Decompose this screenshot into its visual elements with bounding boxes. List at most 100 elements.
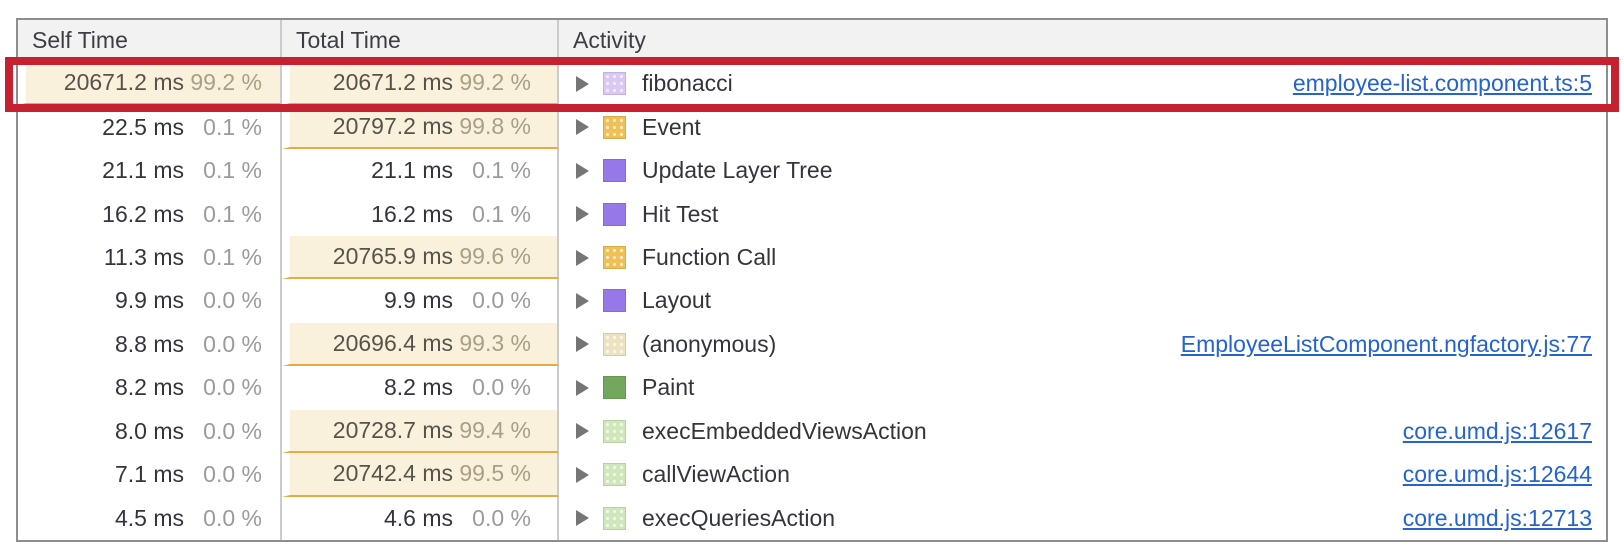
activity-cell: execQueriesAction core.umd.js:12713 [559, 497, 1606, 540]
percent-value: 0.0 % [203, 461, 262, 488]
table-row[interactable]: 8.0 ms 0.0 % 20728.7 ms 99.4 % execEmbed… [18, 409, 1606, 454]
self-time-cell: 4.5 ms 0.0 % [18, 496, 282, 540]
source-link[interactable]: core.umd.js:12713 [1402, 504, 1592, 531]
activity-color-icon [603, 506, 626, 530]
activity-color-icon [603, 115, 626, 139]
time-value: 9.9 ms [383, 287, 453, 314]
source-link[interactable]: EmployeeListComponent.ngfactory.js:77 [1180, 330, 1592, 357]
time-value: 20671.2 ms [332, 69, 453, 96]
time-value: 4.6 ms [383, 504, 453, 531]
percent-value: 0.0 % [203, 374, 262, 401]
percent-value: 0.0 % [472, 374, 531, 401]
total-time-cell: 9.9 ms 0.0 % [282, 279, 559, 323]
time-value: 7.1 ms [114, 461, 184, 488]
expand-arrow-icon[interactable] [576, 162, 589, 179]
expand-arrow-icon[interactable] [576, 75, 589, 92]
percent-value: 99.5 % [459, 460, 531, 487]
expand-arrow-icon[interactable] [576, 510, 589, 527]
activity-label: execEmbeddedViewsAction [642, 417, 927, 444]
time-value: 8.0 ms [114, 417, 184, 444]
percent-value: 0.0 % [203, 504, 262, 531]
expand-arrow-icon[interactable] [576, 466, 589, 483]
percent-value: 0.1 % [203, 244, 262, 271]
expand-arrow-icon[interactable] [576, 379, 589, 396]
table-row[interactable]: 4.5 ms 0.0 % 4.6 ms 0.0 % execQueriesAct… [18, 496, 1606, 540]
call-tree-table: Self Time Total Time Activity 20671.2 ms… [16, 18, 1608, 542]
time-value: 21.1 ms [371, 157, 453, 184]
activity-color-icon [603, 289, 626, 313]
source-link[interactable]: core.umd.js:12617 [1402, 417, 1592, 444]
self-time-cell: 20671.2 ms 99.2 % [18, 62, 282, 106]
activity-label: execQueriesAction [642, 504, 836, 531]
column-header-self-time[interactable]: Self Time [18, 20, 282, 61]
source-link[interactable]: employee-list.component.ts:5 [1292, 70, 1592, 97]
activity-color-icon [603, 159, 626, 183]
expand-arrow-icon[interactable] [576, 336, 589, 353]
activity-color-icon [603, 246, 626, 270]
self-time-cell: 8.2 ms 0.0 % [18, 366, 282, 410]
time-value: 11.3 ms [103, 244, 184, 271]
time-value: 8.2 ms [114, 374, 184, 401]
total-time-cell: 20797.2 ms 99.8 % [282, 105, 559, 149]
activity-color-icon [603, 463, 626, 487]
percent-value: 0.1 % [203, 157, 262, 184]
expand-arrow-icon[interactable] [576, 292, 589, 309]
percent-value: 99.3 % [459, 329, 531, 356]
table-row[interactable]: 21.1 ms 0.1 % 21.1 ms 0.1 % Update Layer… [18, 148, 1606, 193]
activity-cell: Paint [559, 366, 1606, 409]
percent-value: 0.0 % [203, 417, 262, 444]
percent-value: 0.0 % [203, 287, 262, 314]
percent-value: 0.0 % [472, 504, 531, 531]
table-body: 20671.2 ms 99.2 % 20671.2 ms 99.2 % fibo… [18, 62, 1606, 540]
percent-value: 99.4 % [459, 416, 531, 443]
column-header-activity[interactable]: Activity [573, 27, 646, 53]
time-value: 20728.7 ms [332, 416, 453, 443]
expand-arrow-icon[interactable] [576, 119, 589, 136]
time-value: 20765.9 ms [332, 243, 453, 270]
table-row[interactable]: 22.5 ms 0.1 % 20797.2 ms 99.8 % Event [18, 105, 1606, 149]
activity-label: (anonymous) [642, 330, 777, 357]
time-value: 20797.2 ms [332, 112, 453, 139]
percent-value: 99.6 % [459, 243, 531, 270]
table-row[interactable]: 8.8 ms 0.0 % 20696.4 ms 99.3 % (anonymou… [18, 322, 1606, 367]
percent-value: 0.1 % [472, 200, 531, 227]
percent-value: 0.1 % [203, 113, 262, 140]
table-row[interactable]: 11.3 ms 0.1 % 20765.9 ms 99.6 % Function… [18, 235, 1606, 280]
expand-arrow-icon[interactable] [576, 423, 589, 440]
table-row[interactable]: 9.9 ms 0.0 % 9.9 ms 0.0 % Layout [18, 279, 1606, 323]
activity-cell: execEmbeddedViewsAction core.umd.js:1261… [559, 410, 1606, 453]
activity-label: Hit Test [642, 200, 719, 227]
table-row[interactable]: 8.2 ms 0.0 % 8.2 ms 0.0 % Paint [18, 366, 1606, 410]
total-time-cell: 20765.9 ms 99.6 % [282, 235, 559, 280]
time-value: 16.2 ms [371, 200, 453, 227]
time-value: 8.8 ms [114, 330, 184, 357]
time-value: 20671.2 ms [63, 69, 184, 96]
total-time-cell: 20696.4 ms 99.3 % [282, 322, 559, 367]
table-row[interactable]: 7.1 ms 0.0 % 20742.4 ms 99.5 % callViewA… [18, 453, 1606, 497]
time-value: 20742.4 ms [332, 460, 453, 487]
self-time-cell: 16.2 ms 0.1 % [18, 192, 282, 236]
time-value: 8.2 ms [383, 374, 453, 401]
table-row[interactable]: 20671.2 ms 99.2 % 20671.2 ms 99.2 % fibo… [18, 62, 1606, 106]
percent-value: 99.2 % [190, 69, 262, 96]
activity-label: Function Call [642, 244, 777, 271]
self-time-cell: 8.8 ms 0.0 % [18, 322, 282, 367]
expand-arrow-icon[interactable] [576, 249, 589, 266]
time-value: 16.2 ms [102, 200, 184, 227]
self-time-cell: 9.9 ms 0.0 % [18, 279, 282, 323]
table-row[interactable]: 16.2 ms 0.1 % 16.2 ms 0.1 % Hit Test [18, 192, 1606, 236]
activity-label: callViewAction [642, 461, 790, 488]
self-time-cell: 11.3 ms 0.1 % [18, 235, 282, 280]
total-time-cell: 20671.2 ms 99.2 % [282, 62, 559, 106]
source-link[interactable]: core.umd.js:12644 [1402, 461, 1592, 488]
activity-label: Layout [642, 287, 712, 314]
column-header-total-time[interactable]: Total Time [282, 20, 559, 61]
table-header: Self Time Total Time Activity [18, 20, 1606, 62]
activity-cell: (anonymous) EmployeeListComponent.ngfact… [559, 323, 1606, 366]
activity-color-icon [603, 72, 626, 96]
expand-arrow-icon[interactable] [576, 206, 589, 223]
activity-label: fibonacci [642, 70, 733, 97]
percent-value: 0.0 % [203, 330, 262, 357]
activity-color-icon [603, 202, 626, 226]
